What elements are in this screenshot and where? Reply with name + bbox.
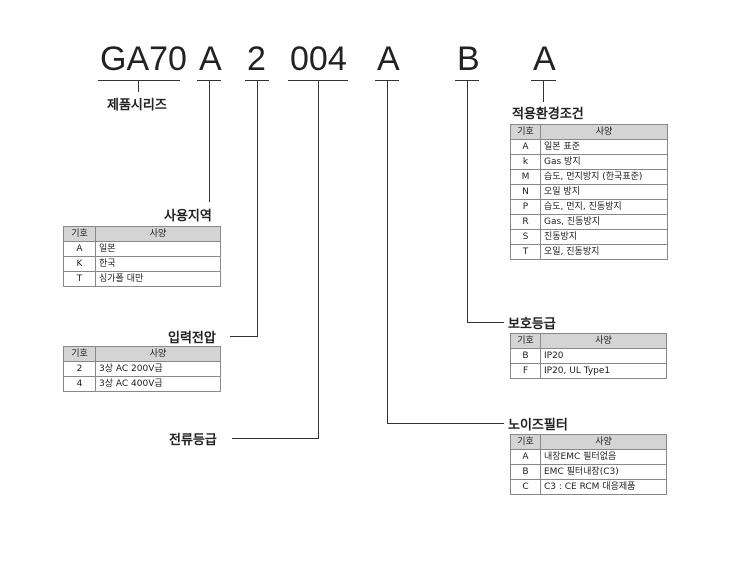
region-title: 사용지역	[164, 209, 212, 224]
code-region: A	[199, 40, 222, 78]
current-title: 전류등급	[169, 433, 217, 448]
voltage-title: 입력전압	[168, 331, 216, 346]
code-noise-filter: A	[377, 40, 400, 78]
connector-voltage-h	[230, 336, 258, 337]
col-key: 기호	[510, 124, 541, 140]
code-series: GA70	[100, 40, 187, 78]
product-series-label: 제품시리즈	[107, 98, 167, 113]
connector-current-v	[318, 80, 319, 438]
connector-environment	[543, 80, 544, 102]
connector-noise-h	[387, 423, 504, 424]
connector-voltage-v	[257, 80, 258, 336]
connector-current-h	[232, 438, 319, 439]
col-value: 사양	[95, 346, 221, 362]
noise-filter-title: 노이즈필터	[508, 418, 568, 433]
col-value: 사양	[95, 226, 221, 242]
col-key: 기호	[510, 333, 541, 349]
col-value: 사양	[540, 333, 667, 349]
code-voltage: 2	[247, 40, 266, 78]
col-key: 기호	[63, 346, 96, 362]
protection-title: 보호등급	[508, 317, 556, 332]
connector-series	[138, 80, 139, 92]
col-key: 기호	[510, 434, 541, 450]
col-key: 기호	[63, 226, 96, 242]
connector-region	[209, 80, 210, 202]
code-protection: B	[457, 40, 480, 78]
connector-protection-h	[467, 322, 504, 323]
col-value: 사양	[540, 124, 668, 140]
connector-protection-v	[467, 80, 468, 322]
code-environment: A	[533, 40, 556, 78]
underline-series	[98, 80, 180, 81]
code-current: 004	[290, 40, 347, 78]
col-value: 사양	[540, 434, 667, 450]
connector-noise-v	[387, 80, 388, 423]
environment-title: 적용환경조건	[512, 107, 584, 122]
